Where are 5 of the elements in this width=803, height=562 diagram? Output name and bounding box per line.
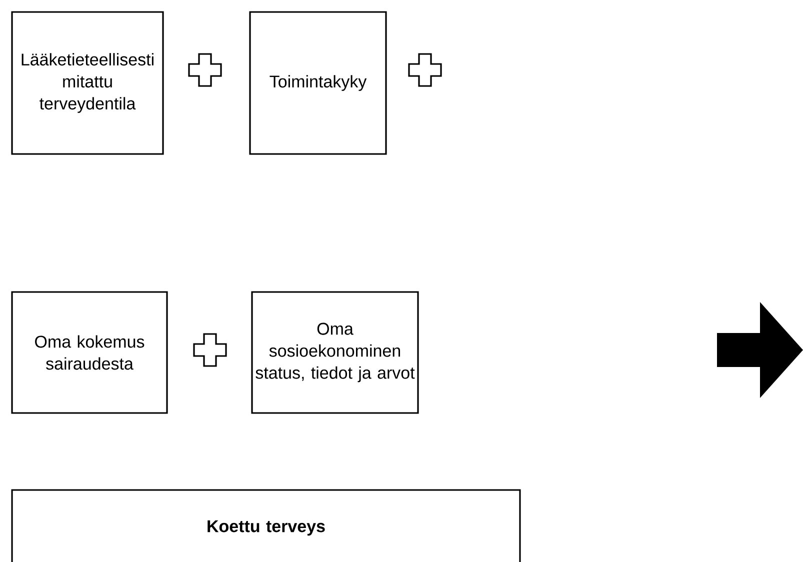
text-box: Lääketieteellisesti mitattu terveydentila bbox=[11, 11, 164, 155]
text-box: Oma sosioekonominen status, tiedot ja arvot bbox=[251, 291, 419, 414]
text-box: Koettu terveys bbox=[11, 489, 521, 562]
text-box: Oma kokemus sairaudesta bbox=[11, 291, 168, 414]
text-box: Toimintakyky bbox=[249, 11, 387, 155]
